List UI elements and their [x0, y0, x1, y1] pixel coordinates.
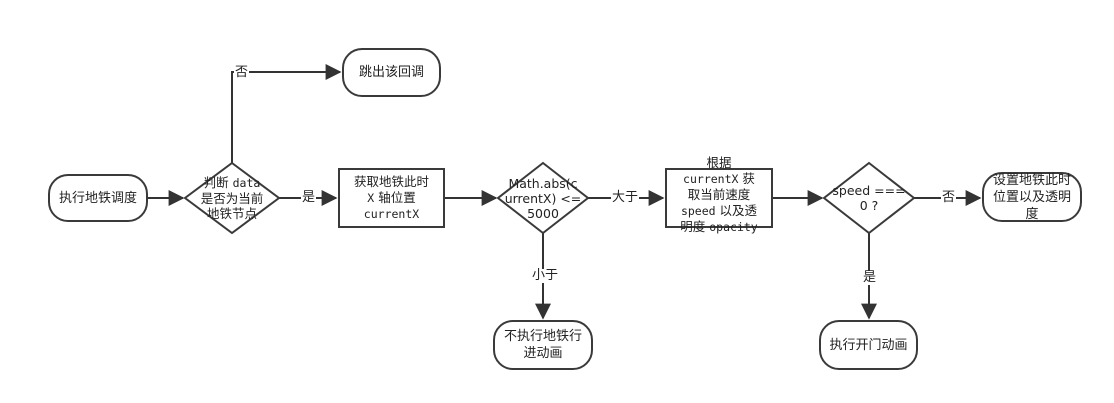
get-pos-var: currentX: [363, 207, 420, 221]
decision-node-text: 判断 data 是否为当前 地铁节点: [180, 172, 284, 224]
decision-node-line3: 地铁节点: [206, 206, 257, 221]
decision-node-var: data: [232, 176, 261, 190]
decision-abs-diamond: [496, 161, 590, 235]
edge-label-no-skip: 否: [234, 65, 250, 80]
edge-label-greater: 大于: [611, 190, 640, 205]
get-speed-line4: 明度: [680, 219, 710, 234]
no-enter-line1: 不执行地铁行: [503, 329, 582, 344]
decision-speed-line1: speed ===: [832, 183, 906, 198]
get-speed-var-speed: speed: [680, 204, 716, 218]
start-node: 执行地铁调度: [48, 174, 148, 222]
edge-label-yes-speed: 是: [862, 270, 878, 285]
set-pos-line1: 设置地铁此时: [992, 172, 1071, 188]
get-speed-line0: 根据: [706, 155, 732, 170]
edge-label-less: 小于: [531, 268, 560, 283]
get-speed-line2: 取当前速度: [687, 187, 751, 202]
decision-node-line2: 是否为当前: [200, 191, 264, 206]
no-enter-node: 不执行地铁行 进动画: [493, 320, 593, 370]
get-speed-process: 根据 currentX 获 取当前速度 speed 以及透 明度 opacity: [665, 155, 773, 234]
edge-label-no-speed: 否: [941, 190, 957, 205]
decision-node-line1: 判断: [203, 175, 233, 190]
decision-abs-line2: urrentX) <=: [504, 190, 582, 206]
set-pos-line2: 位置以及透明: [992, 189, 1071, 205]
decision-abs-line1: Math.abs(c: [508, 175, 578, 191]
get-pos-line2: 轴位置: [374, 190, 416, 205]
decision-node-diamond: [183, 161, 281, 235]
decision-abs-line3: 5000: [527, 205, 559, 221]
set-position-node: 设置地铁此时 位置以及透明 度: [982, 172, 1082, 222]
get-pos-axis: X: [367, 191, 375, 205]
get-speed-line3: 以及透: [715, 203, 758, 218]
start-label: 执行地铁调度: [58, 190, 137, 206]
skip-label: 跳出该回调: [358, 65, 424, 80]
get-speed-var-x: currentX: [683, 172, 739, 186]
get-speed-var-opacity: opacity: [709, 220, 758, 234]
decision-speed-text: speed === 0 ?: [824, 180, 914, 216]
decision-abs-text: Math.abs(c urrentX) <= 5000: [493, 172, 593, 224]
get-speed-line1: 获: [738, 171, 755, 186]
no-enter-line2: 进动画: [523, 346, 563, 361]
get-position-process: 获取地铁此时 X 轴位置 currentX: [338, 168, 445, 228]
set-pos-line3: 度: [1025, 206, 1039, 222]
skip-node: 跳出该回调: [342, 48, 441, 97]
edge-label-yes-node: 是: [301, 190, 317, 205]
edge-decision-no-to-skip: [231, 64, 342, 163]
open-door-node: 执行开门动画: [819, 320, 918, 370]
decision-speed-line2: 0 ?: [859, 198, 879, 213]
decision-speed-diamond: [822, 161, 916, 235]
get-pos-line1: 获取地铁此时: [353, 174, 429, 189]
open-door-label: 执行开门动画: [829, 337, 908, 353]
